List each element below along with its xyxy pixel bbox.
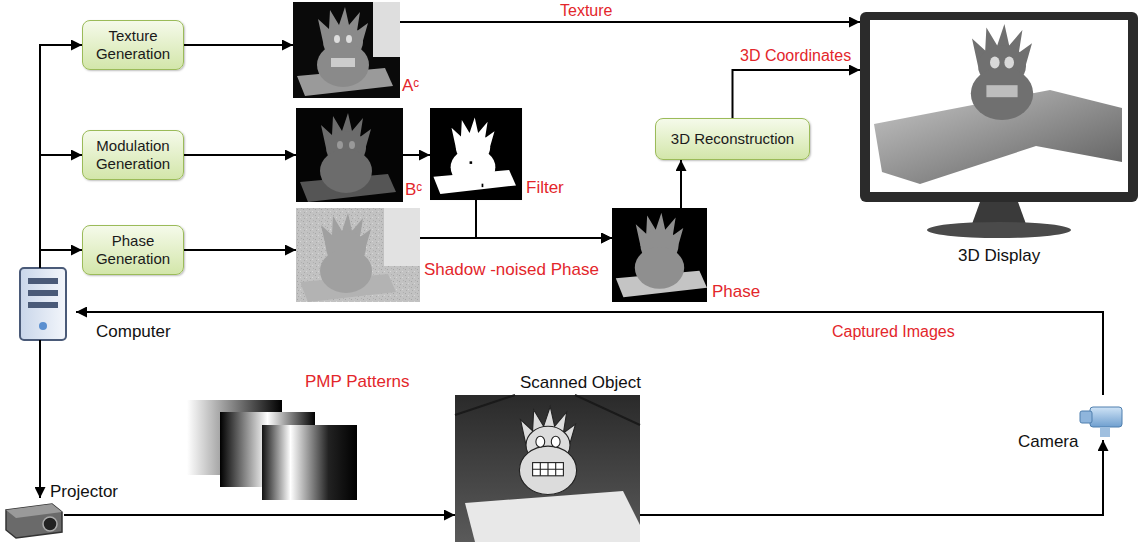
flow-arrow — [40, 250, 82, 268]
flow-arrow — [184, 154, 296, 156]
noised-phase-image — [296, 208, 420, 302]
flow-arrow — [184, 249, 296, 251]
image-label: Camera — [1018, 432, 1078, 452]
camera-icon — [1080, 407, 1122, 437]
image-label: Computer — [96, 322, 171, 342]
box-text: 3D Reconstruction — [671, 130, 794, 148]
flow-arrow — [76, 312, 1103, 395]
flow-arrow — [476, 200, 612, 238]
image-label: 3D Display — [958, 246, 1040, 266]
scanned-object-photo — [455, 395, 640, 542]
flow-arrow — [40, 155, 82, 268]
image-label: Aᶜ — [402, 76, 419, 96]
image-label: Bᶜ — [405, 180, 422, 200]
projector-icon — [6, 504, 62, 538]
phase-image — [612, 208, 707, 302]
pattern-label: PMP Patterns — [305, 372, 410, 392]
process-box: Texture Generation — [82, 20, 184, 70]
flow-arrow — [40, 45, 82, 268]
label-holder: 3D Coordinates — [740, 46, 851, 65]
modulation-image: Bᶜ — [296, 108, 403, 202]
label-holder: Texture — [560, 1, 612, 20]
texture-image: Aᶜ — [293, 2, 400, 98]
image-label: Scanned Object — [520, 373, 641, 393]
edge-label: Texture — [560, 1, 612, 20]
phase-image: Phase — [612, 208, 707, 302]
image-label: Filter — [526, 178, 564, 198]
box-text: Phase Generation — [89, 232, 177, 268]
flow-arrow — [680, 160, 682, 208]
modulation-image — [296, 108, 403, 202]
scanned-object-photo: Scanned Object — [455, 395, 640, 542]
label-holder: PMP Patterns — [305, 372, 410, 392]
label-holder: Captured Images — [832, 322, 955, 341]
flow-arrow — [64, 514, 455, 516]
flow-arrow — [184, 44, 293, 46]
edge-label: 3D Coordinates — [740, 46, 851, 65]
image-label: Projector — [50, 482, 118, 502]
flow-arrow — [400, 21, 860, 23]
process-box: Phase Generation — [82, 225, 184, 275]
box-text: Modulation Generation — [89, 137, 177, 173]
flow-arrow — [39, 340, 41, 498]
filter-image: Filter — [430, 108, 522, 200]
pmp-patterns — [187, 400, 357, 500]
computer-icon: Computer — [8, 268, 76, 340]
process-box: 3D Reconstruction — [655, 118, 810, 160]
image-label: Phase — [712, 282, 760, 302]
edge-label: Captured Images — [832, 322, 955, 341]
texture-image — [293, 2, 400, 98]
display-monitor: 3D Display — [860, 12, 1138, 240]
flow-arrow — [733, 70, 861, 118]
flow-arrow — [640, 440, 1103, 515]
flow-arrow — [403, 154, 430, 156]
box-text: Texture Generation — [89, 27, 177, 63]
process-box: Modulation Generation — [82, 130, 184, 180]
projector-icon: Projector — [2, 498, 64, 540]
filter-mask — [430, 108, 522, 200]
computer-icon — [20, 268, 66, 340]
monitor — [860, 12, 1138, 238]
noised-phase-image: Shadow -noised Phase — [296, 208, 420, 302]
image-label: Shadow -noised Phase — [424, 260, 599, 280]
camera-icon: Camera — [1078, 395, 1128, 440]
